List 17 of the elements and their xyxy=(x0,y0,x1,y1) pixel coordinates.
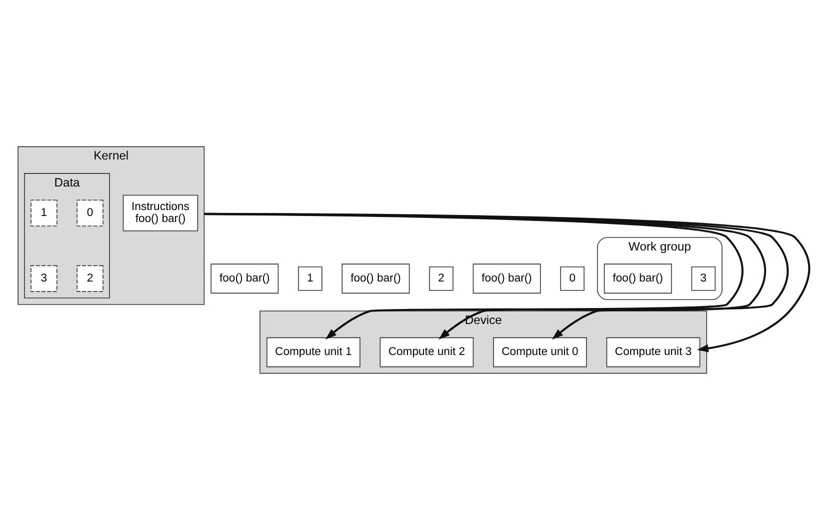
node-box: foo() bar() xyxy=(342,264,410,294)
node-box: Compute unit 2 xyxy=(380,337,474,368)
node-box: Compute unit 3 xyxy=(606,337,700,368)
node-box: Compute unit 0 xyxy=(493,337,587,368)
node-box: 0 xyxy=(76,200,104,226)
node-box: 2 xyxy=(76,265,104,292)
node-box: 2 xyxy=(429,266,454,291)
node-box: 3 xyxy=(691,266,716,291)
node-box: foo() bar() xyxy=(604,264,672,294)
node-box: 1 xyxy=(30,200,58,226)
node-box: 3 xyxy=(30,265,58,292)
node-box: Compute unit 1 xyxy=(266,337,360,368)
node-box: 1 xyxy=(298,266,322,291)
node-box: foo() bar() xyxy=(210,264,279,294)
node-box: Instructions foo() bar() xyxy=(122,194,198,232)
node-box: foo() bar() xyxy=(472,264,541,294)
node-box: 0 xyxy=(560,266,584,291)
